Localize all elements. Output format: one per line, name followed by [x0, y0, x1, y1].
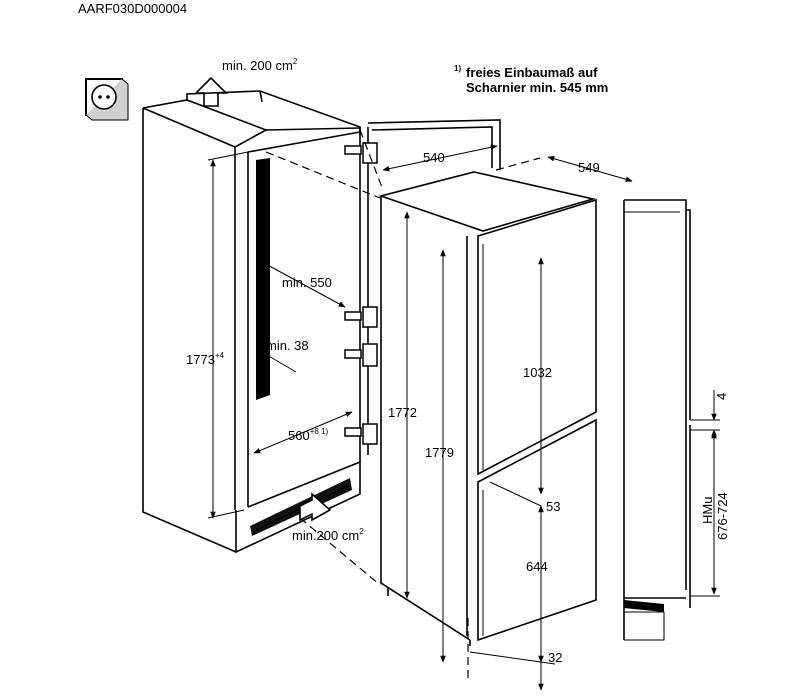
dim-total-height-label: 1779: [425, 445, 454, 460]
footnote-line1: freies Einbaumaß auf: [466, 65, 598, 80]
dim-niche-gap-label: min. 38: [266, 338, 309, 353]
niche-door-panel: [367, 119, 501, 170]
dim-upper-door-label: 1032: [523, 365, 552, 380]
footnote-line2: Scharnier min. 545 mm: [466, 80, 608, 95]
dim-total-depth-label: 549: [578, 160, 600, 175]
airflow-right-arrow-icon: [299, 492, 332, 522]
dim-niche-height: [207, 151, 249, 519]
footnote-marker: 1): [454, 64, 461, 73]
cabinet-niche: [142, 90, 369, 554]
dim-total-depth: [547, 156, 633, 182]
dim-body-height-label: 1772: [388, 405, 417, 420]
vent-bottom-label: min.200 cm2: [292, 527, 364, 543]
dim-door-offset-label: 4: [714, 393, 729, 400]
dim-niche-gap: [261, 351, 297, 373]
dim-niche-width: [253, 411, 353, 454]
dim-niche-depth-label: min. 550: [282, 275, 332, 290]
dim-hmu-range: 676-724: [715, 492, 730, 540]
doc-code: AARF030D000004: [78, 1, 187, 16]
dim-door-depth-label: 540: [423, 150, 445, 165]
dim-niche-width-label: 560+8 1): [288, 427, 328, 443]
dim-door-depth: [382, 144, 498, 172]
dim-niche-depth: [261, 261, 346, 308]
projection-lines: [265, 129, 541, 682]
dim-niche-height-label: 1773+4: [186, 351, 225, 367]
dim-hmu-label: HMu: [700, 497, 715, 524]
dim-door-gap-label: 53: [546, 499, 560, 514]
vent-top-label: min. 200 cm2: [222, 57, 298, 73]
socket-icon: [85, 78, 129, 121]
dim-plinth-label: 32: [548, 650, 562, 665]
dim-lower-door-label: 644: [526, 559, 548, 574]
dim-door-gap: [489, 481, 542, 507]
hinges: [344, 142, 378, 445]
furniture-door-profile: [623, 199, 720, 641]
dim-plinth: [469, 651, 556, 691]
